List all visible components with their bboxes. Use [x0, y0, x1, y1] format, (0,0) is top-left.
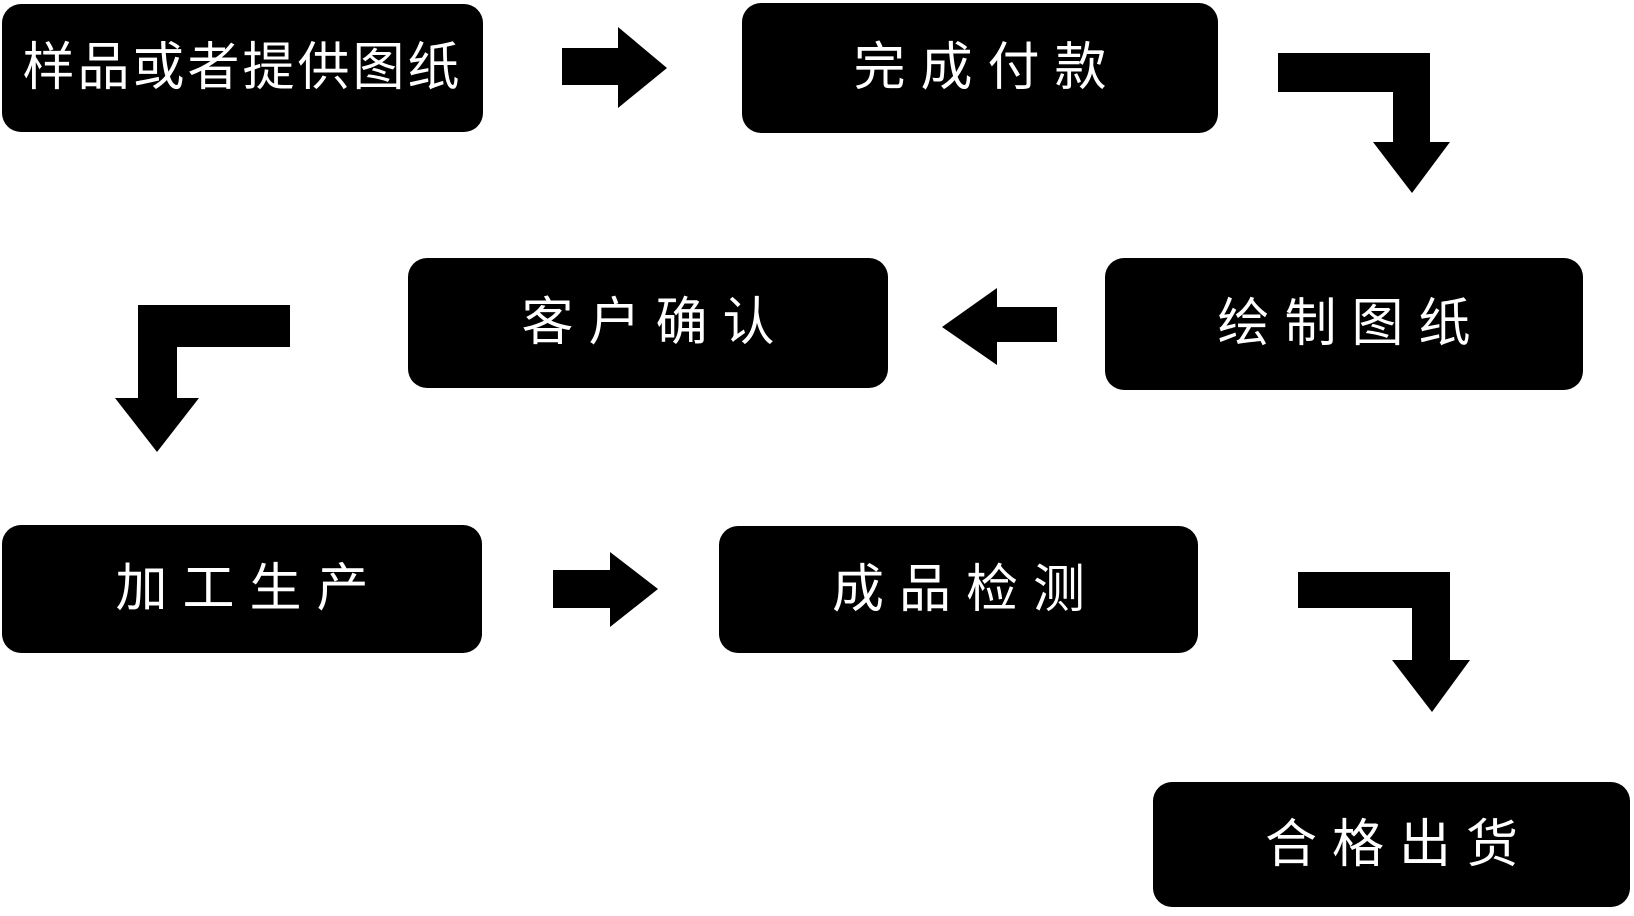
flow-step-label: 样品或者提供图纸 — [22, 38, 463, 98]
flow-step-draw-drawings: 绘制图纸 — [1105, 258, 1583, 390]
flow-step-label: 客户确认 — [521, 293, 790, 353]
flow-step-label: 绘制图纸 — [1217, 294, 1486, 354]
flow-step-complete-payment: 完成付款 — [742, 3, 1218, 133]
flow-step-label: 完成付款 — [853, 38, 1122, 98]
flow-step-finished-product-inspection: 成品检测 — [719, 526, 1198, 653]
right-arrow-icon — [553, 552, 658, 627]
elbow-down-arrow-icon — [1298, 572, 1470, 712]
flow-step-label: 加工生产 — [115, 559, 384, 619]
flow-step-sample-or-provide-drawing: 样品或者提供图纸 — [2, 4, 483, 132]
left-arrow-icon — [942, 288, 1057, 365]
flow-step-label: 合格出货 — [1264, 814, 1533, 875]
elbow-down-arrow-icon — [115, 305, 290, 452]
flow-step-customer-confirmation: 客户确认 — [408, 258, 888, 388]
flow-step-processing-production: 加工生产 — [2, 525, 482, 653]
flow-step-label: 成品检测 — [831, 559, 1100, 620]
right-arrow-icon — [562, 27, 667, 108]
elbow-down-arrow-icon — [1278, 53, 1450, 193]
flow-step-qualified-shipment: 合格出货 — [1153, 782, 1630, 907]
